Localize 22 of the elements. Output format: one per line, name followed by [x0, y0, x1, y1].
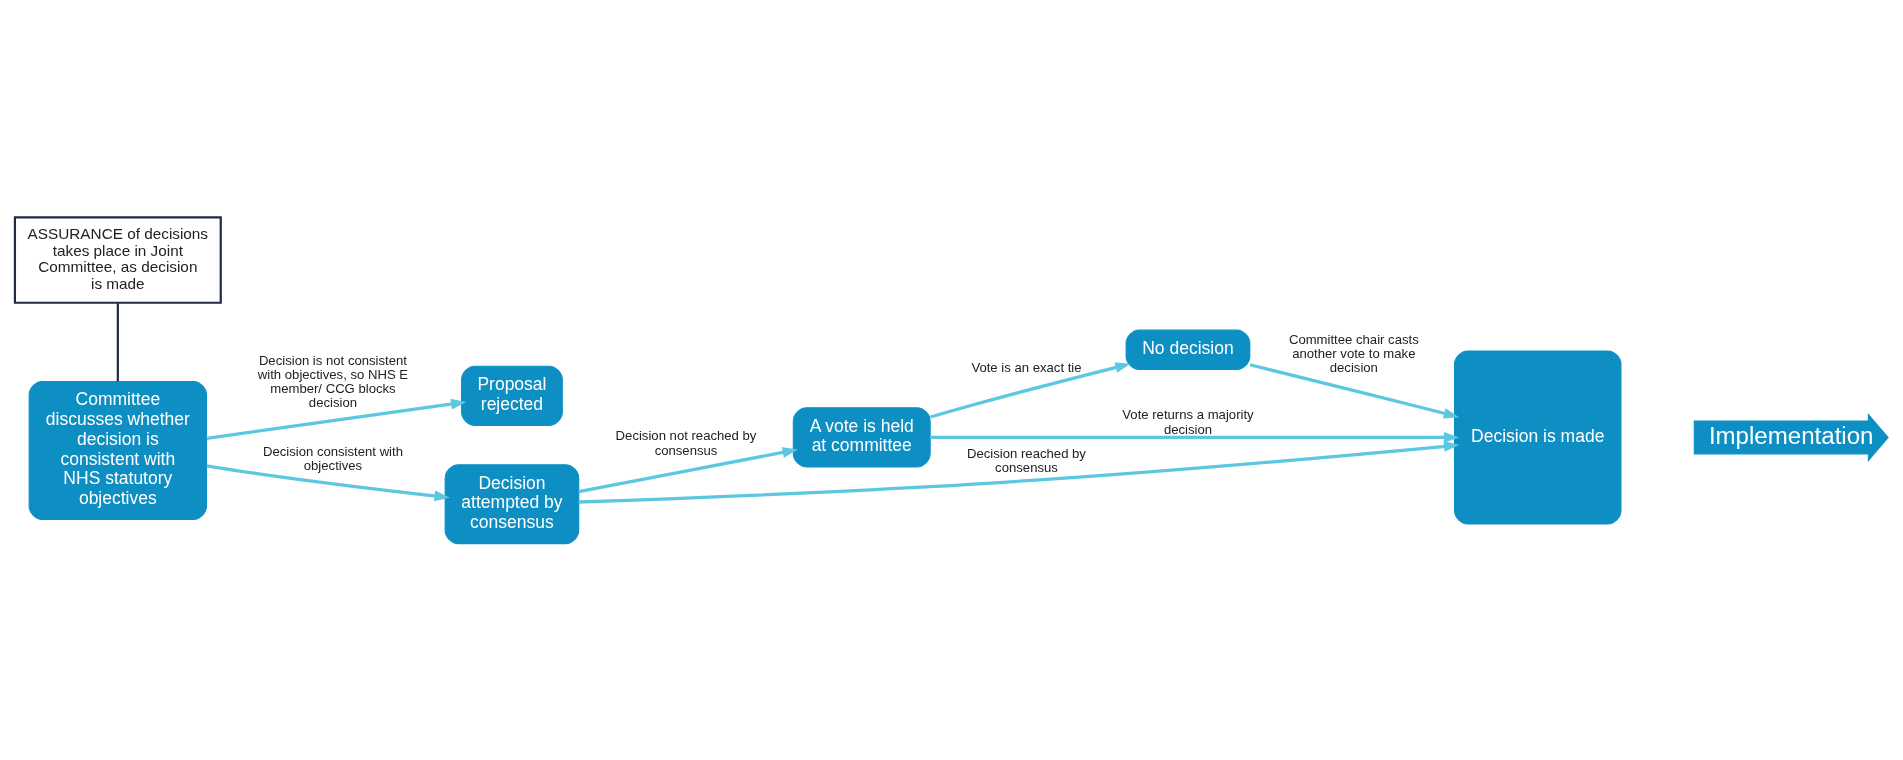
arrow — [578, 446, 798, 493]
node-box: Proposal rejected — [461, 365, 563, 426]
arrow — [206, 398, 467, 440]
arrow — [929, 361, 1131, 419]
connector — [116, 302, 119, 381]
edge-label: Decision reached by consensus — [967, 445, 1086, 475]
edge-label: Decision consistent with objectives — [262, 443, 403, 473]
edge-label: Decision not reached by consensus — [615, 427, 757, 458]
node-box: ASSURANCE of decisions takes place in Joint Committee, as decision is made — [13, 215, 222, 304]
node-box: No decision — [1125, 329, 1251, 370]
edge-label: Vote returns a majority decision — [1122, 406, 1254, 437]
edge-label: Decision is not consistent with objectives, so NHS E member/ CCG blocks decision — [257, 352, 409, 410]
edge-label: Committee chair casts another vote to make decision — [1288, 331, 1419, 375]
edge-label: Vote is an exact tie — [971, 359, 1082, 375]
node-box: A vote is held at committee — [792, 406, 931, 468]
arrow — [206, 463, 450, 501]
node-box: Decision attempted by consensus — [444, 463, 580, 544]
node-box: Committee discusses whether decision is consistent with NHS statutory objectives — [28, 380, 208, 520]
arrow — [1249, 362, 1460, 419]
node-box: Decision is made — [1454, 349, 1622, 524]
arrow — [578, 440, 1460, 504]
arrow — [930, 431, 1460, 443]
